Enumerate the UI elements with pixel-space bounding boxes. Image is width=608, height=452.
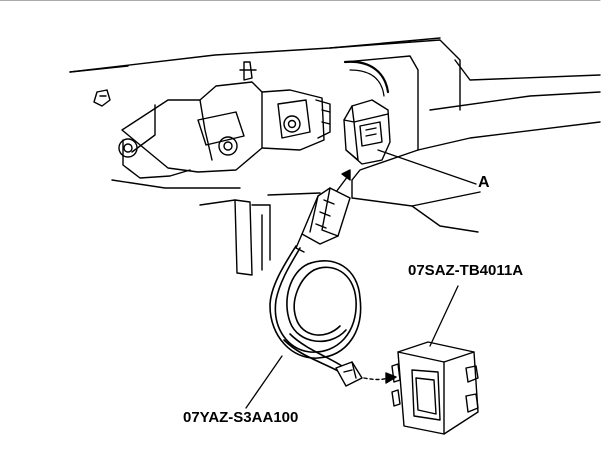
cable-end-plug [335,361,363,387]
callout-label-test-harness: 07YAZ-S3AA100 [183,409,299,426]
callout-label-a: A [478,174,490,191]
callout-label-test-box: 07SAZ-TB4011A [408,262,524,279]
connect-arrow-lower [363,372,397,384]
bolt-left [93,89,111,107]
vehicle-body-panel [0,0,601,276]
leader-line-a [377,149,477,185]
wire-harness [343,60,390,97]
leader-line-test-harness [245,355,283,409]
leader-line-test-box [429,285,459,347]
connector-a [343,99,391,165]
test-box [391,341,479,435]
sensor-module-bracket [118,61,331,179]
leader-lines [245,149,477,409]
test-harness-cable [269,245,362,373]
test-harness-plug [295,187,351,253]
connect-arrow-upper [335,169,351,193]
